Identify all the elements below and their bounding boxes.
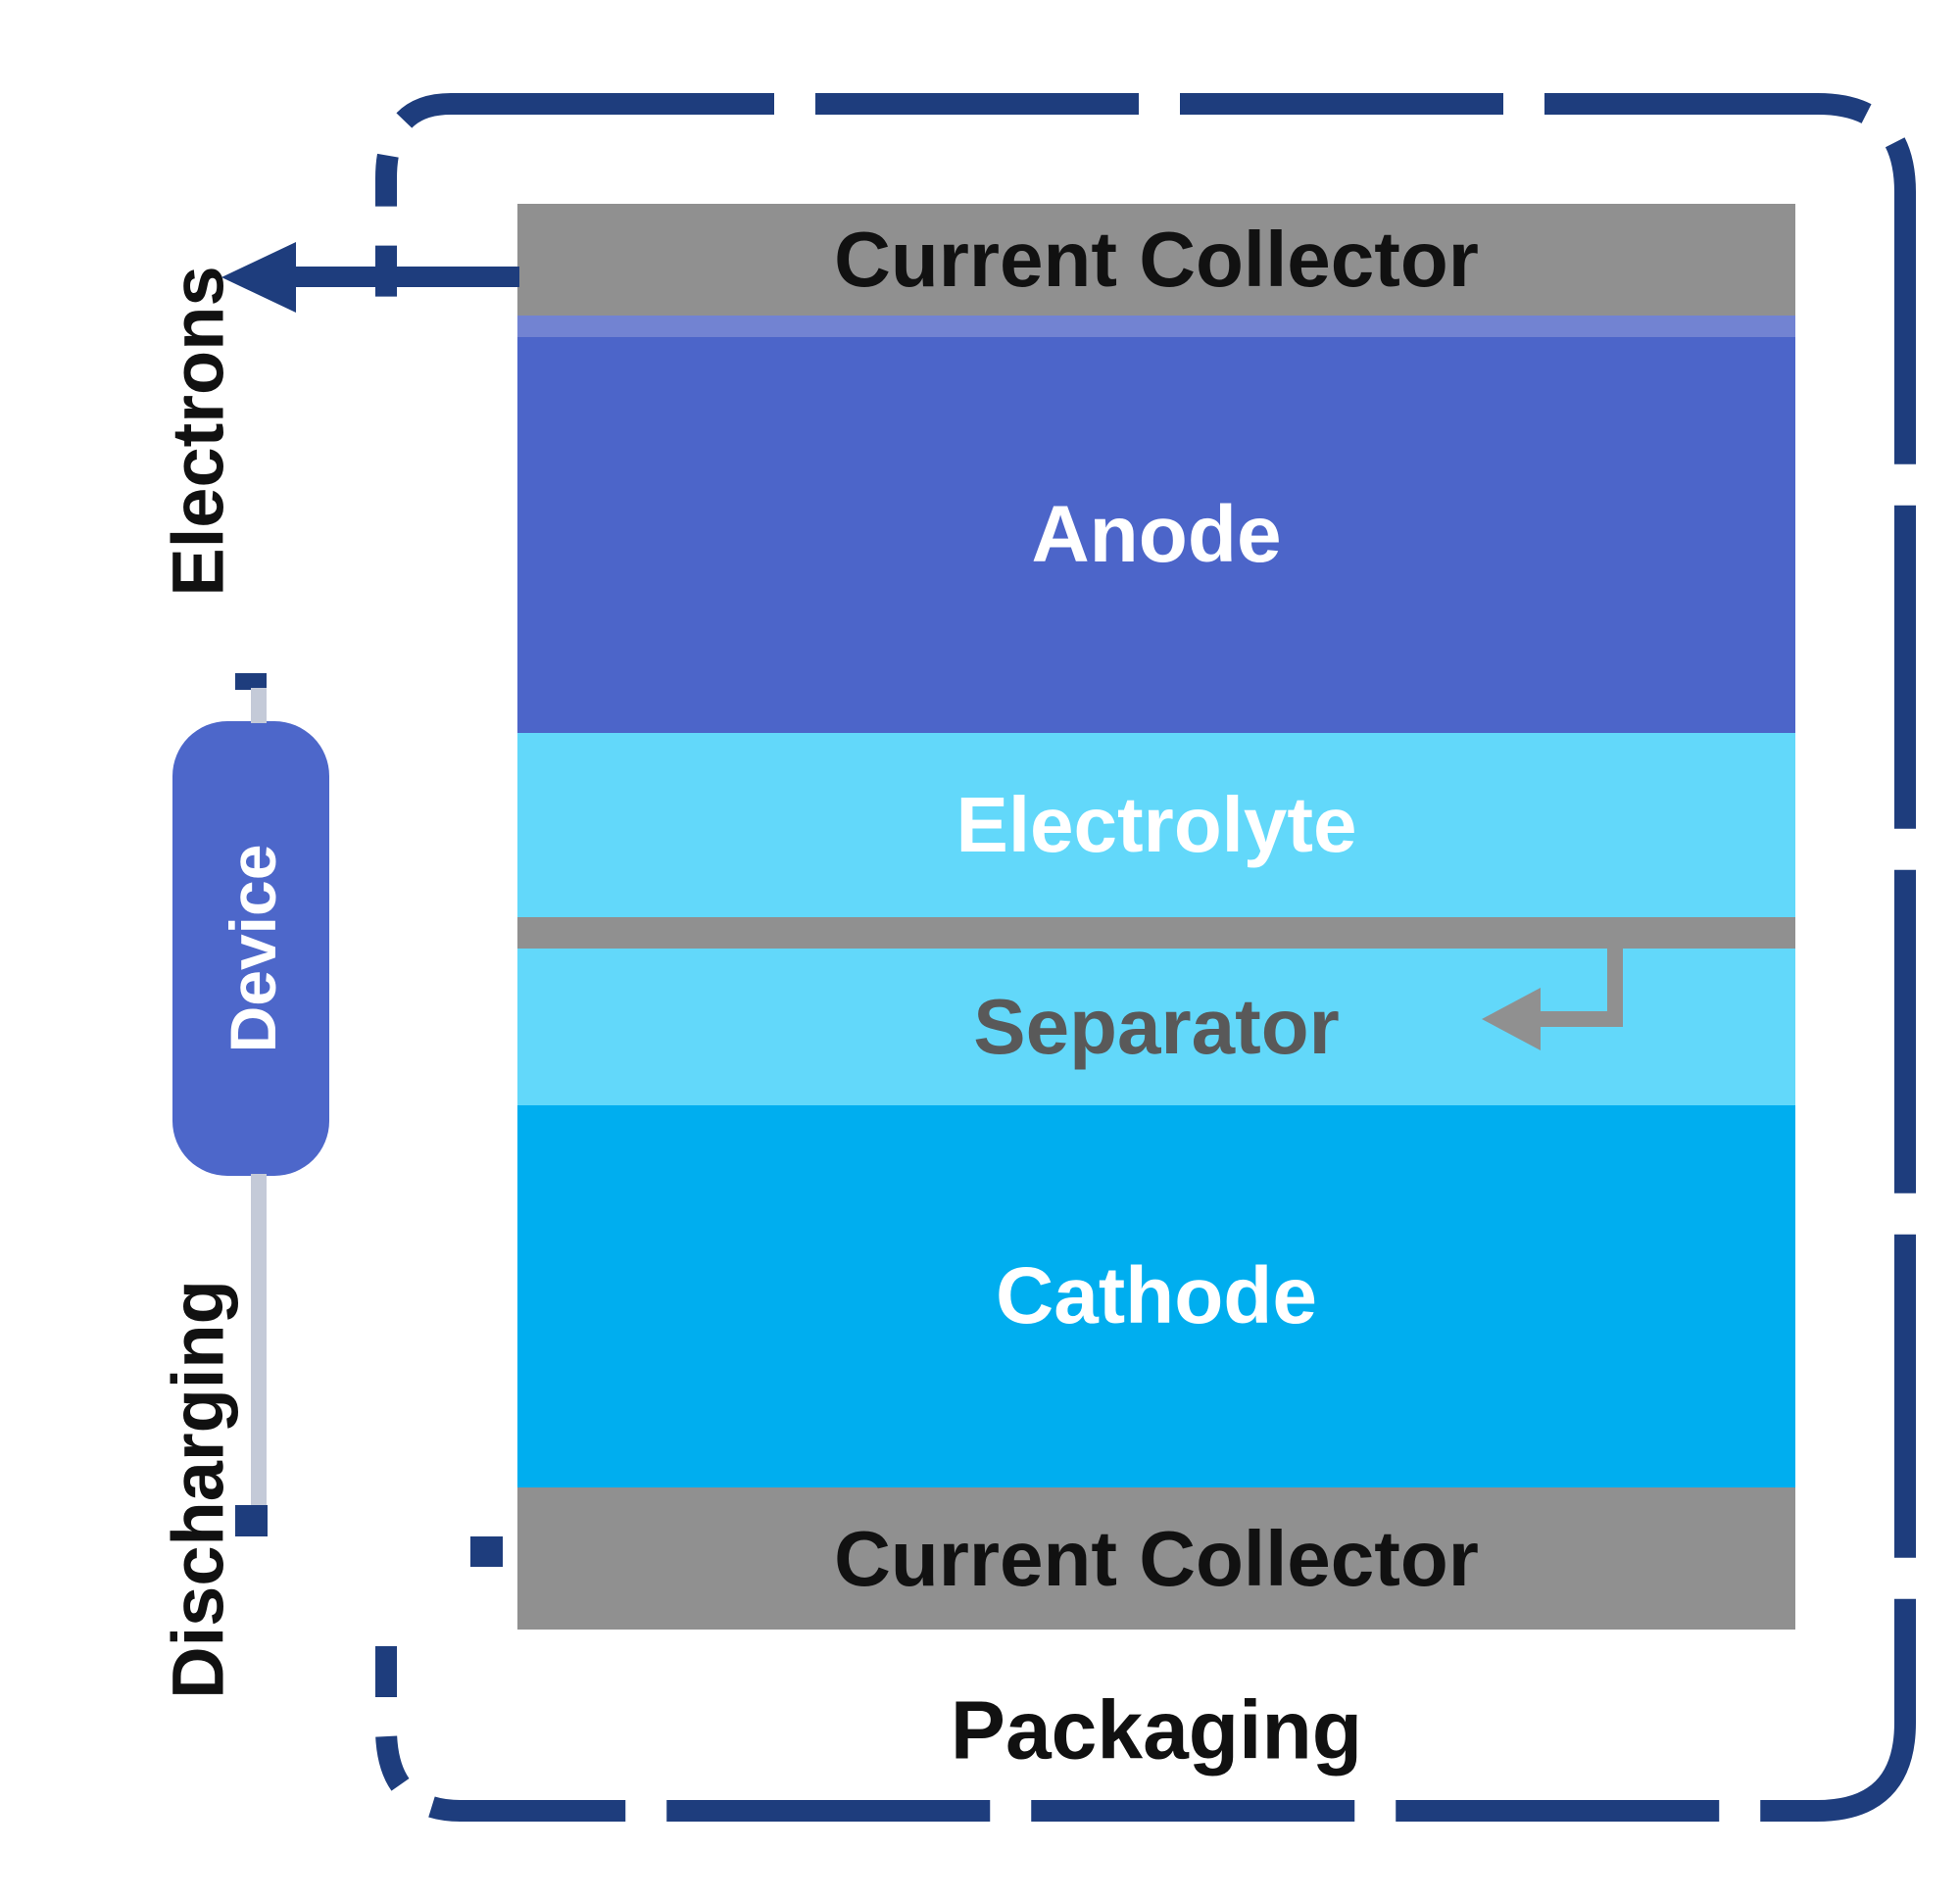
cathode-label: Cathode <box>996 1251 1317 1340</box>
current-collector-top-label: Current Collector <box>834 216 1479 303</box>
layer-current-collector-top: Current Collector <box>517 204 1795 316</box>
anode-label: Anode <box>1031 490 1282 579</box>
layer-electrolyte: Electrolyte <box>517 733 1795 917</box>
packaging-label: Packaging <box>950 1683 1363 1777</box>
device-box <box>172 721 329 1176</box>
wire-below-device <box>251 1174 267 1519</box>
wire-dash-to-bottom-collector <box>470 1536 503 1567</box>
separator-pointer-arrow-icon <box>1482 988 1541 1050</box>
wire-stub-above-device <box>251 688 267 723</box>
layer-cathode: Cathode <box>517 1105 1795 1487</box>
electron-flow-arrow-icon <box>221 242 296 313</box>
electrolyte-label: Electrolyte <box>956 781 1357 868</box>
separator-pointer-line <box>1535 933 1623 1027</box>
wire-node-bottom-left <box>235 1505 268 1536</box>
anode-top-strip <box>517 316 1795 337</box>
wire-dash-above-device <box>235 673 267 690</box>
current-collector-bottom-label: Current Collector <box>834 1514 1479 1602</box>
packaging-outline <box>451 93 1916 1822</box>
separator-label: Separator <box>973 983 1340 1070</box>
layer-anode: Anode <box>517 337 1795 733</box>
packaging-outline-top-left-stub <box>375 93 452 304</box>
separator-membrane-line <box>517 917 1795 949</box>
packaging-outline-bottom-left-stub <box>375 1646 462 1822</box>
layer-current-collector-bottom: Current Collector <box>517 1487 1795 1630</box>
electron-wire-top <box>284 267 519 287</box>
